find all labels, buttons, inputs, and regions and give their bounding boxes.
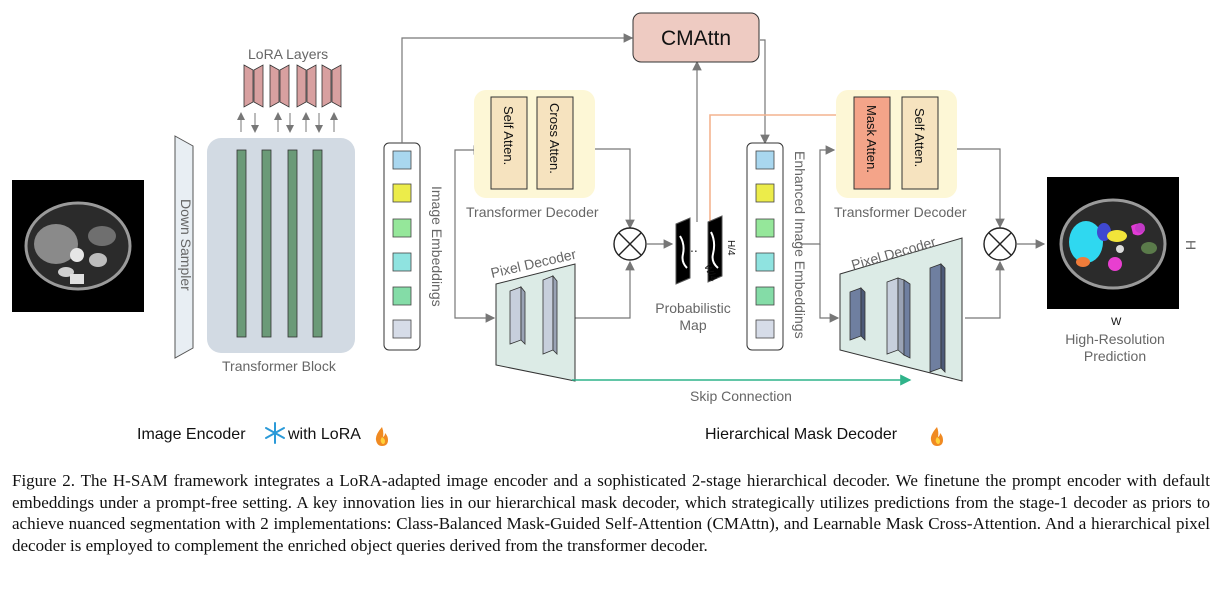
skip-connection: Skip Connection: [572, 374, 912, 404]
ellipsis: ..: [690, 239, 698, 255]
embedding-cell: [392, 286, 412, 306]
hierarchical-mask-decoder-title: Hierarchical Mask Decoder: [705, 426, 943, 446]
cmattn-label: CMAttn: [661, 27, 731, 50]
cross-attn-label: Cross Atten.: [547, 103, 562, 174]
with-lora-label: with LoRA: [287, 426, 361, 443]
transformer-decoder-2-label: Transformer Decoder: [834, 204, 967, 220]
lora-layer: [321, 64, 332, 108]
enhanced-image-embeddings: Enhanced Image Embeddings: [746, 142, 808, 351]
output-h-label: H: [1183, 240, 1199, 250]
embedding-cell: [392, 252, 412, 272]
probabilistic-map-label-1: Probabilistic: [655, 300, 730, 316]
hierarchical-mask-decoder-label: Hierarchical Mask Decoder: [705, 426, 898, 443]
pixel-decoder-2: Pixel Decoder: [839, 233, 963, 382]
lora-layer: [279, 64, 290, 108]
cmattn-block: CMAttn: [632, 12, 760, 63]
multiply-node-1: [613, 227, 647, 261]
embedding-cell: [755, 150, 775, 170]
down-sampler-label: Down Sampler: [178, 199, 194, 291]
embedding-cell: [755, 319, 775, 339]
lora-layer: [296, 64, 307, 108]
embedding-cell: [755, 183, 775, 203]
self-attn-block: [490, 96, 528, 190]
multiply-node-2: [983, 227, 1017, 261]
transformer-decoder-1-label: Transformer Decoder: [466, 204, 599, 220]
hsam-diagram: Down Sampler LoRA Layers Transformer Blo…: [12, 12, 1199, 446]
lora-layer: [253, 64, 264, 108]
embedding-cell: [392, 218, 412, 238]
probabilistic-map: .. H/4 W/4 Probabilistic Map: [655, 215, 736, 333]
input-ct-image: [12, 180, 144, 312]
flame-icon: [930, 427, 943, 446]
embedding-cell: [392, 183, 412, 203]
svg-text:Image Encoder: Image Encoder: [137, 426, 246, 443]
image-encoder-title: Image Encoder with LoRA: [137, 422, 388, 446]
lora-layer: [331, 64, 342, 108]
lora-layer: [269, 64, 280, 108]
transformer-block: Transformer Block: [207, 138, 355, 374]
enhanced-image-embeddings-label: Enhanced Image Embeddings: [792, 151, 808, 339]
flame-icon: [375, 427, 388, 446]
transformer-bar: [312, 149, 323, 338]
self-attn-2-label: Self Atten.: [912, 108, 927, 167]
transformer-bar: [287, 149, 298, 338]
embedding-cell: [392, 150, 412, 170]
mask-guidance-arrow: [709, 108, 854, 223]
embedding-cell: [755, 286, 775, 306]
lora-layers-label: LoRA Layers: [248, 46, 328, 62]
transformer-decoder-2: Mask Atten. Self Atten. Transformer Deco…: [834, 90, 967, 220]
snowflake-icon: [265, 422, 285, 444]
transformer-decoder-1: Self Atten. Cross Atten. Transformer Dec…: [466, 90, 599, 220]
embedding-cell: [755, 252, 775, 272]
mask-attn-block: [853, 96, 891, 190]
mask-attn-label: Mask Atten.: [864, 105, 879, 173]
probabilistic-map-label-2: Map: [679, 317, 706, 333]
down-sampler: Down Sampler: [174, 135, 194, 359]
lora-layers: LoRA Layers: [237, 46, 342, 133]
output-prediction: H W High-Resolution Prediction: [1047, 177, 1199, 364]
pixel-decoder-1: Pixel Decoder: [489, 246, 578, 382]
high-res-label-2: Prediction: [1084, 348, 1146, 364]
figure-caption: Figure 2. The H-SAM framework integrates…: [12, 471, 1210, 555]
arrows: [401, 33, 1046, 323]
embedding-cell: [392, 319, 412, 339]
embedding-cell: [755, 218, 775, 238]
h4-label: H/4: [725, 240, 736, 256]
lora-layer: [243, 64, 254, 108]
transformer-bar: [261, 149, 272, 338]
image-embeddings: Image Embeddings: [383, 142, 445, 351]
self-attn-2-block: [901, 96, 939, 190]
self-attn-label: Self Atten.: [501, 106, 516, 165]
skip-connection-label: Skip Connection: [690, 388, 792, 404]
output-w-label: W: [1111, 316, 1122, 328]
transformer-bar: [236, 149, 247, 338]
cross-attn-block: [536, 96, 574, 190]
transformer-block-label: Transformer Block: [222, 358, 337, 374]
lora-layer: [306, 64, 317, 108]
image-embeddings-label: Image Embeddings: [429, 186, 445, 307]
high-res-label-1: High-Resolution: [1065, 331, 1165, 347]
